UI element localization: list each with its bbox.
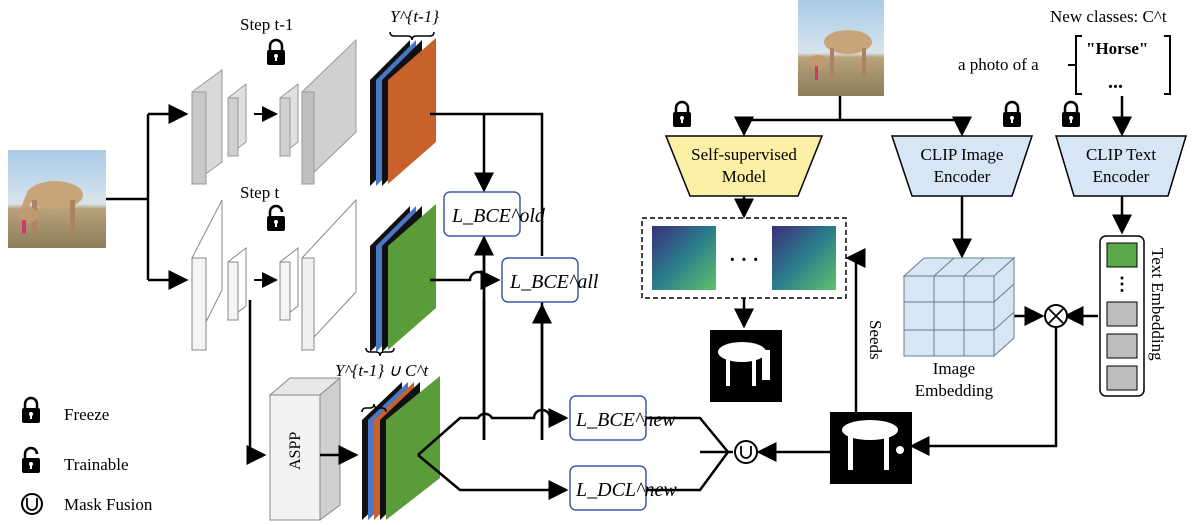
legend-mask-fusion: Mask Fusion (64, 495, 153, 514)
lock-open-icon (267, 204, 285, 231)
input-connectors (106, 104, 189, 290)
old-encoder-blocks (191, 38, 357, 186)
clip-image-encoder-block (890, 135, 1034, 197)
prompt-more: ... (1108, 71, 1123, 93)
aspp-output-maps (362, 376, 440, 520)
multiply-operator (1044, 304, 1068, 328)
lock-open-icon (22, 446, 40, 473)
new-classes-label: New classes: C^t (1050, 7, 1167, 26)
self-supervised-model-block (664, 135, 824, 197)
fusion-connectors (646, 416, 830, 492)
lock-closed-icon (22, 396, 40, 423)
attention-map-2 (772, 226, 836, 290)
text-embedding-column (1099, 235, 1145, 397)
loss-bce-all: L_BCE^all (509, 271, 599, 293)
new-output-maps (370, 204, 436, 352)
attention-maps-box (641, 217, 847, 299)
prompt-class-horse: "Horse" (1086, 39, 1148, 58)
loss-bce-old-box (443, 191, 521, 237)
input-horse-image (8, 150, 106, 248)
new-encoder-blocks (191, 198, 357, 352)
new-output-label: Y^{t-1} ∪ C^t (335, 361, 430, 380)
lock-closed-icon (1062, 100, 1080, 127)
mask-fusion-node (734, 440, 758, 464)
lock-closed-icon (673, 100, 691, 127)
aspp-label: ASPP (287, 432, 304, 470)
old-output-label: Y^{t-1} (390, 7, 439, 26)
lock-closed-icon (267, 38, 285, 65)
attention-map-1 (652, 226, 716, 290)
main-connectors (246, 112, 569, 500)
prompt-brackets (1068, 35, 1171, 95)
loss-bce-new: L_BCE^new (575, 409, 676, 431)
binary-mask-image (710, 330, 782, 402)
prompt-prefix: a photo of a (958, 55, 1039, 74)
old-step-label: Step t-1 (240, 15, 293, 34)
legend-trainable: Trainable (64, 455, 129, 474)
right-connectors (734, 96, 1132, 456)
aspp-output-brace (361, 403, 387, 413)
mask-fusion-icon (21, 493, 43, 515)
attention-ellipsis: · · · (729, 249, 759, 271)
new-step-label: Step t (240, 183, 279, 202)
old-output-brace (389, 31, 435, 41)
top-horse-image (798, 0, 884, 96)
new-output-brace (365, 347, 395, 357)
legend-freeze: Freeze (64, 405, 109, 424)
seeds-label: Seeds (866, 320, 885, 360)
loss-bce-old: L_BCE^old (451, 205, 546, 227)
clip-text-encoder-block (1054, 135, 1188, 197)
lock-closed-icon (1003, 100, 1021, 127)
loss-dcl-new-box (569, 465, 647, 511)
image-embedding-cube (902, 256, 1016, 358)
text-embedding-ellipsis: ⋮ (1113, 274, 1131, 294)
seeds-mask-image (830, 412, 912, 484)
aspp-block (268, 376, 342, 521)
old-output-maps (370, 38, 436, 186)
loss-bce-all-box (501, 257, 579, 303)
text-embedding-label: Text Embedding (1148, 248, 1167, 361)
loss-dcl-new: L_DCL^new (575, 479, 677, 501)
